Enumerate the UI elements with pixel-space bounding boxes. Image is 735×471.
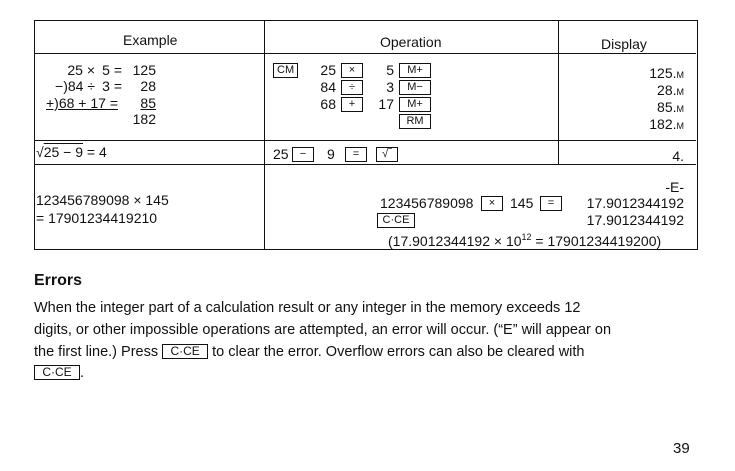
display-number: 125. — [649, 65, 677, 81]
c-ce-key: C·CE — [377, 213, 415, 228]
ex-line-a: −)84 ÷ — [55, 78, 95, 94]
sqrt-key: √‾ — [376, 147, 398, 162]
ex-total: 182 — [132, 111, 156, 127]
ex-line-c: 125 — [132, 62, 156, 78]
divide-key: ÷ — [341, 80, 363, 95]
row3-example-line1: 123456789098 × 145 — [36, 192, 169, 208]
header-example: Example — [123, 32, 178, 48]
display-value: 182.M — [600, 117, 684, 134]
equals-key: = — [540, 196, 562, 211]
header-operation: Operation — [380, 34, 442, 50]
memory-indicator: M — [676, 87, 685, 97]
row3-example-line2: = 17901234419210 — [36, 210, 158, 226]
ex-line-c: 28 — [140, 78, 156, 94]
errors-line3: the first line.) Press C·CE to clear the… — [34, 341, 584, 363]
row2-example: √25 − 9 = 4 — [36, 145, 107, 160]
root-sign: √ — [36, 144, 44, 160]
memory-indicator: M — [676, 70, 685, 80]
example-table — [34, 20, 698, 250]
note-pre: (17.9012344192 × 10 — [388, 233, 522, 249]
errors-line2: digits, or other impossible operations a… — [34, 322, 612, 338]
ex-line-a: +)68 + 17 = — [46, 95, 119, 111]
op-num: 84 — [320, 79, 336, 95]
ex-line-a: 25 × — [67, 62, 95, 78]
errors-line1: When the integer part of a calculation r… — [34, 300, 581, 316]
display-number: 28. — [657, 82, 677, 98]
errors-heading: Errors — [34, 272, 83, 289]
header-divider — [35, 53, 696, 54]
error-indicator: -E- — [665, 179, 684, 195]
root-expression: 25 − 9 — [43, 144, 84, 160]
display-value: 125.M — [600, 66, 684, 83]
ex-line-b: 3 = — [102, 78, 122, 94]
rm-key: RM — [399, 114, 431, 129]
minus-key: − — [292, 147, 314, 162]
display-value: 17.9012344192 — [586, 195, 684, 211]
col-divider-1 — [264, 21, 265, 249]
display-value: 28.M — [600, 83, 684, 100]
op-num: 123456789098 — [380, 195, 474, 211]
line3-post: to clear the error. Overflow errors can … — [212, 344, 585, 360]
memory-indicator: M — [676, 121, 685, 131]
ex-line-b: 5 = — [102, 62, 122, 78]
plus-key: + — [341, 97, 363, 112]
line4-post: . — [80, 365, 85, 381]
op-num: 17 — [378, 96, 394, 112]
multiply-key: × — [341, 63, 363, 78]
header-display: Display — [601, 36, 647, 52]
display-value: 85.M — [600, 100, 684, 117]
op-num: 25 — [320, 62, 336, 78]
line3-pre: the first line.) Press — [34, 344, 159, 360]
c-ce-key: C·CE — [162, 344, 209, 359]
col-divider-2 — [558, 21, 559, 164]
op-num: 5 — [386, 62, 394, 78]
display-value: 17.9012344192 — [586, 212, 684, 228]
m-minus-key: M− — [399, 80, 431, 95]
equals-key: = — [345, 147, 367, 162]
row1-divider — [35, 140, 696, 141]
page-number: 39 — [673, 440, 690, 457]
ex-line-c: 85 — [140, 95, 156, 111]
multiply-key: × — [481, 196, 503, 211]
note-post: = 17901234419200) — [531, 233, 662, 249]
root-result: = 4 — [83, 144, 107, 160]
op-num: 145 — [510, 195, 534, 211]
m-plus-key: M+ — [399, 63, 431, 78]
row3-note: (17.9012344192 × 1012 = 17901234419200) — [388, 230, 661, 249]
memory-indicator: M — [676, 104, 685, 114]
row2-divider — [35, 164, 696, 165]
c-ce-key: C·CE — [34, 365, 80, 380]
errors-line4: C·CE. — [34, 362, 84, 384]
op-num: 68 — [320, 96, 336, 112]
op-num: 3 — [386, 79, 394, 95]
display-number: 85. — [657, 99, 677, 115]
m-plus-key: M+ — [399, 97, 431, 112]
cm-key: CM — [273, 63, 299, 78]
note-exponent: 12 — [521, 232, 532, 242]
op-num: 25 — [273, 146, 289, 162]
row2-display: 4. — [672, 148, 684, 164]
display-number: 182. — [649, 116, 677, 132]
op-num: 9 — [327, 146, 335, 162]
